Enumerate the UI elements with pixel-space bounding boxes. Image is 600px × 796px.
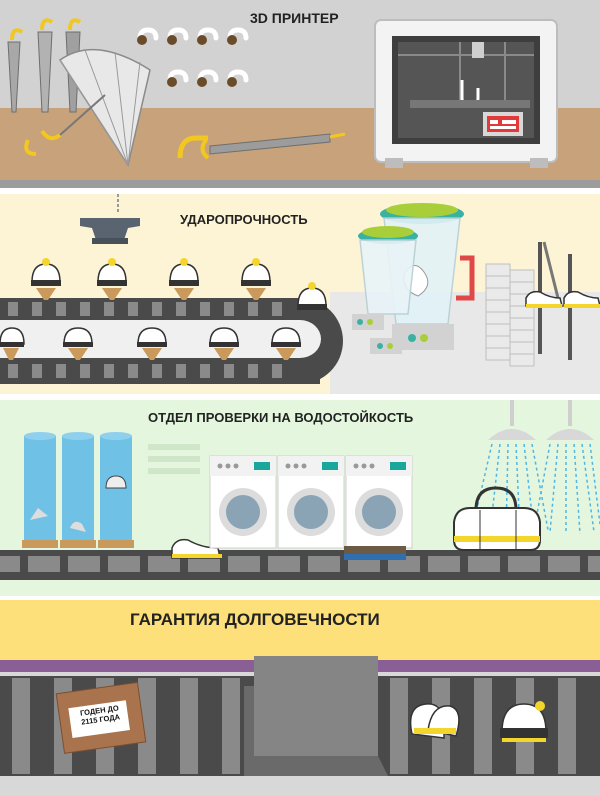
washing-machine-icon — [209, 455, 277, 549]
conveyor-belt — [0, 550, 600, 580]
shower-icon — [533, 400, 600, 535]
water-tube — [22, 432, 58, 548]
hat-icon — [271, 327, 301, 360]
hat-icon — [31, 258, 61, 300]
mitten-icon — [409, 703, 460, 739]
yellow-handle-icon — [24, 139, 37, 156]
hat-icon — [500, 701, 548, 742]
hat-icon — [241, 258, 271, 300]
hat-icon — [137, 327, 167, 360]
hat-icon — [297, 282, 327, 310]
printer-panel: 3D ПРИНТЕР — [0, 0, 600, 188]
hat-icon — [169, 258, 199, 300]
durability-title: ГАРАНТИЯ ДОЛГОВЕЧНОСТИ — [130, 610, 380, 629]
printer-icon — [374, 19, 558, 168]
hat-icon — [63, 327, 93, 360]
closed-umbrella-icon — [7, 28, 24, 113]
impact-scene — [0, 194, 600, 394]
cardboard-box-icon — [55, 681, 147, 754]
water-tube — [60, 432, 96, 548]
durability-panel: ГАРАНТИЯ ДОЛГОВЕЧНОСТИ ГОДЕН ДО 2115 ГОД… — [0, 600, 600, 796]
printer-scene — [0, 18, 600, 188]
washing-machine-icon — [277, 455, 345, 549]
handle-caps — [137, 35, 237, 87]
water-title: ОТДЕЛ ПРОВЕРКИ НА ВОДОСТОЙКОСТЬ — [148, 410, 414, 425]
blender-icon — [352, 226, 418, 354]
hat-icon — [97, 258, 127, 300]
yellow-handle-icon — [177, 135, 208, 159]
folded-item — [344, 546, 406, 554]
sneaker-icon — [525, 290, 563, 308]
sneaker-icon — [30, 508, 48, 520]
wall-stripes — [148, 444, 200, 474]
packing-machine — [244, 656, 388, 776]
hat-icon — [105, 475, 127, 489]
anvil-icon — [80, 194, 140, 244]
water-panel: ОТДЕЛ ПРОВЕРКИ НА ВОДОСТОЙКОСТЬ — [0, 400, 600, 596]
hat-row-top — [31, 258, 327, 310]
hat-icon — [209, 327, 239, 360]
sneaker-icon — [563, 290, 600, 308]
impact-panel: УДАРОПРОЧНОСТЬ — [0, 194, 600, 394]
impact-title: УДАРОПРОЧНОСТЬ — [180, 212, 308, 227]
washing-machine-icon — [345, 455, 413, 549]
handle-rack — [137, 27, 249, 83]
conveyor-belt — [0, 298, 343, 384]
printer-title: 3D ПРИНТЕР — [250, 10, 339, 26]
water-scene — [0, 400, 600, 580]
brick-wall — [485, 263, 535, 367]
handbag-icon — [453, 486, 541, 551]
hat-icon — [0, 327, 25, 360]
folded-item — [344, 554, 406, 560]
durability-scene — [0, 656, 600, 796]
water-tube — [98, 432, 134, 548]
shelf-divider — [0, 180, 600, 188]
hat-row-bottom — [0, 327, 301, 360]
closed-umbrella-icon — [37, 18, 54, 113]
mitten-icon — [70, 521, 86, 532]
open-umbrella-icon — [40, 48, 151, 167]
lying-umbrella-icon — [200, 132, 346, 160]
